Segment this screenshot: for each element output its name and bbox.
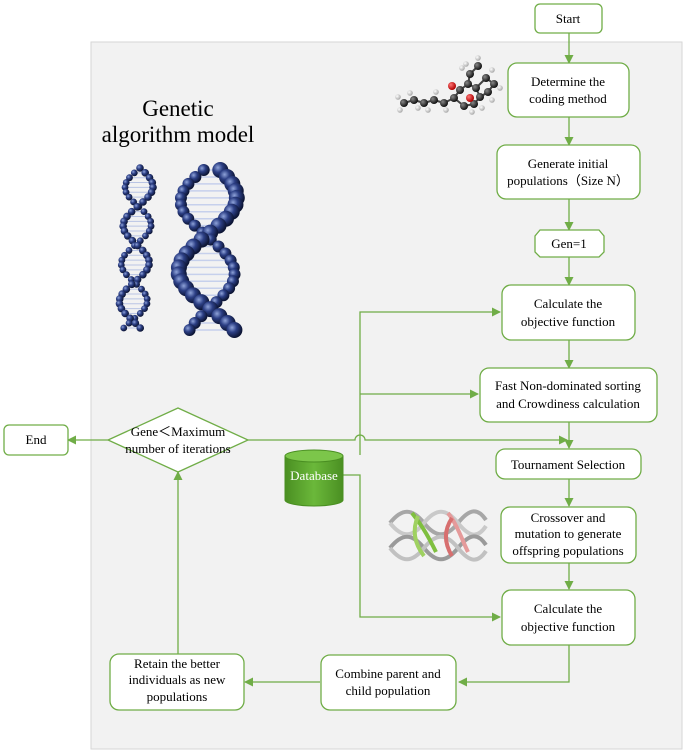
iteration-check-decision[interactable]: Gene＜Maximum number of iterations xyxy=(106,407,250,473)
calc-objective-2-label-2: objective function xyxy=(521,619,616,634)
coding-method-label-2: coding method xyxy=(529,91,607,106)
retain-population-node[interactable]: Retain the better individuals as new pop… xyxy=(109,653,245,711)
combine-population-node[interactable]: Combine parent and child population xyxy=(320,654,457,711)
connectors xyxy=(67,33,574,687)
tournament-selection-label: Tournament Selection xyxy=(511,457,626,472)
sorting-node[interactable]: Fast Non-dominated sorting and Crowdines… xyxy=(479,367,658,423)
dna-helix-thin-icon xyxy=(115,164,157,332)
calc-objective-node-1[interactable]: Calculate the objective function xyxy=(501,284,636,341)
start-label: Start xyxy=(556,11,581,26)
retain-population-label-2: individuals as new xyxy=(129,672,226,687)
end-label: End xyxy=(26,432,47,447)
tournament-selection-node[interactable]: Tournament Selection xyxy=(495,448,642,480)
crossover-node[interactable]: Crossover and mutation to generate offsp… xyxy=(500,506,637,564)
dna-helix-thick-icon xyxy=(170,162,245,338)
end-node[interactable]: End xyxy=(3,424,69,456)
combine-population-label-2: child population xyxy=(346,683,431,698)
coding-method-node[interactable]: Determine the coding method xyxy=(507,62,630,118)
calc-objective-node-2[interactable]: Calculate the objective function xyxy=(501,589,636,646)
sorting-label-2: and Crowdiness calculation xyxy=(496,396,640,411)
database-label: Database xyxy=(290,468,338,483)
calc-objective-2-label-1: Calculate the xyxy=(534,601,602,616)
title-line-2: algorithm model xyxy=(102,122,255,147)
decision-label-2: number of iterations xyxy=(125,441,230,456)
retain-population-label-3: populations xyxy=(147,689,208,704)
gen-init-label: Gen=1 xyxy=(551,236,587,251)
molecule-icon xyxy=(395,55,503,115)
coding-method-label-1: Determine the xyxy=(531,74,605,89)
title-line-1: Genetic xyxy=(142,96,214,121)
calc-objective-1-label-2: objective function xyxy=(521,314,616,329)
calc-objective-1-label-1: Calculate the xyxy=(534,296,602,311)
initial-population-node[interactable]: Generate initial populations（Size N） xyxy=(496,144,641,200)
gen-init-node[interactable]: Gen=1 xyxy=(534,229,605,258)
retain-population-label-1: Retain the better xyxy=(134,656,221,671)
crossover-strands-icon xyxy=(388,509,488,562)
crossover-label-3: offspring populations xyxy=(512,543,623,558)
sorting-label-1: Fast Non-dominated sorting xyxy=(495,378,641,393)
database-node[interactable]: Database xyxy=(284,449,344,507)
start-node[interactable]: Start xyxy=(534,3,603,34)
combine-population-label-1: Combine parent and xyxy=(335,666,441,681)
initial-population-label-2: populations（Size N） xyxy=(507,173,629,188)
initial-population-label-1: Generate initial xyxy=(528,156,609,171)
crossover-label-1: Crossover and xyxy=(531,510,606,525)
crossover-label-2: mutation to generate xyxy=(515,526,622,541)
decision-label-1: Gene＜Maximum xyxy=(131,424,226,439)
